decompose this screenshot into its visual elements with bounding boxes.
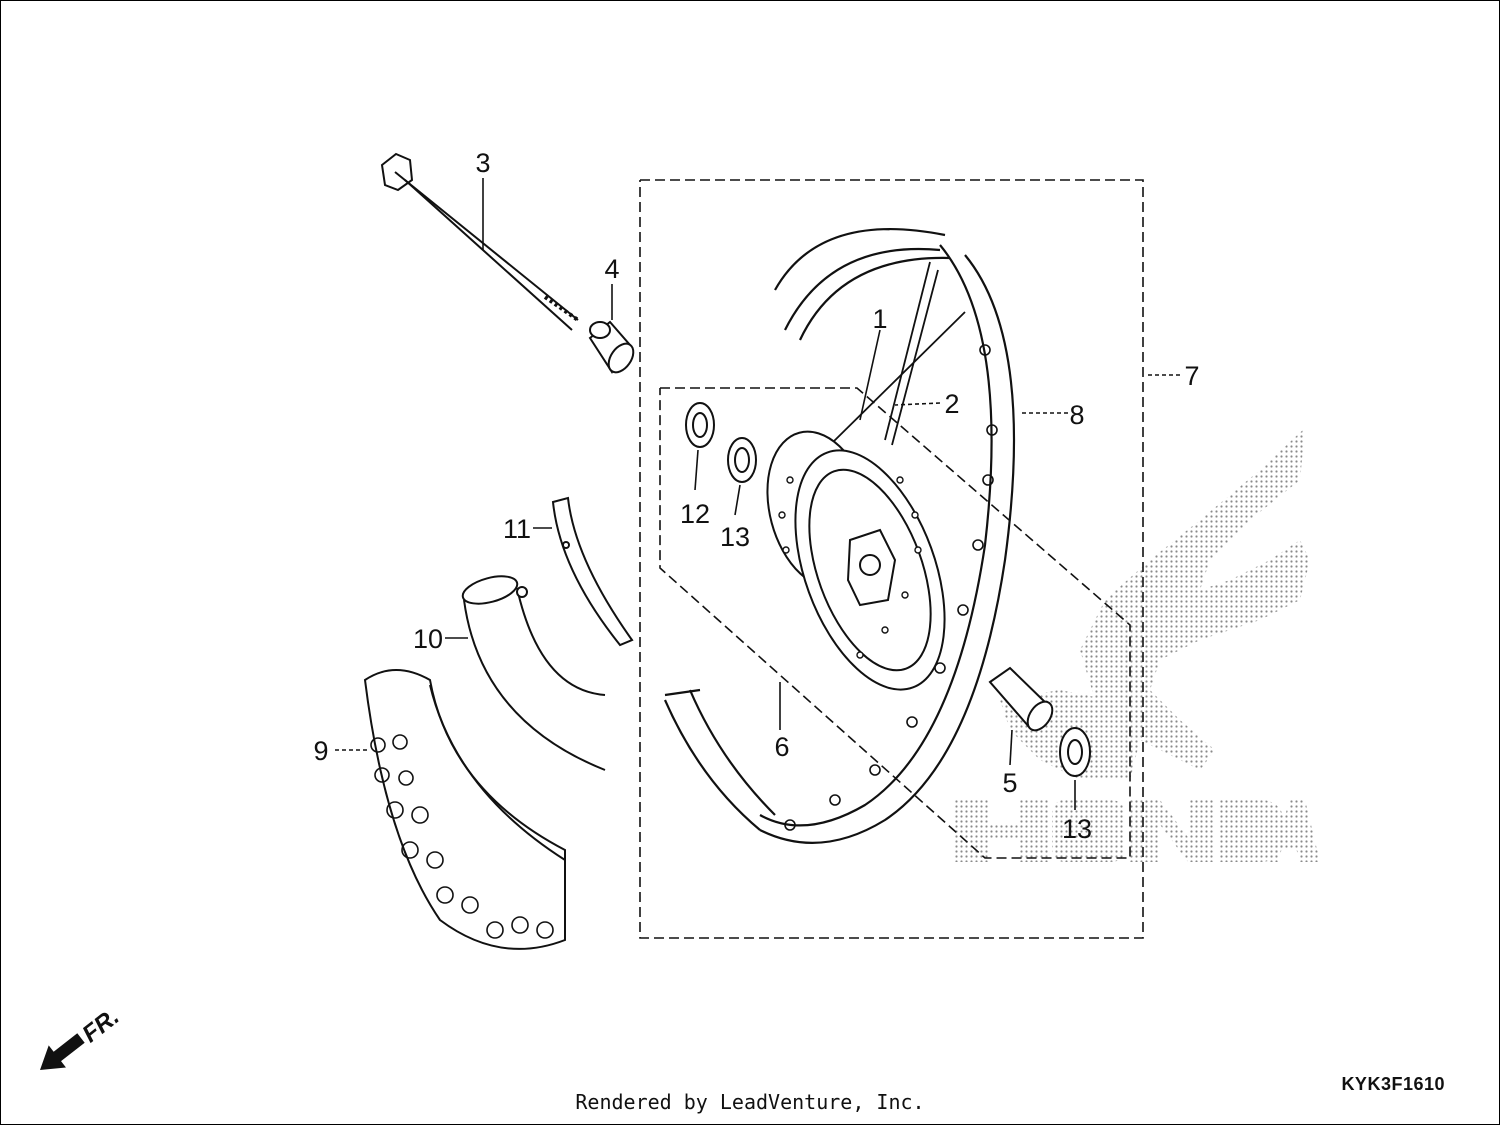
diagram-code: KYK3F1610 xyxy=(1341,1074,1445,1094)
callout-1: 1 xyxy=(872,304,887,334)
honda-letters xyxy=(955,800,1320,862)
callout-8: 8 xyxy=(1069,400,1084,430)
front-direction-arrow: FR. xyxy=(40,1003,124,1070)
hub-assembly-outline xyxy=(659,387,1131,859)
callout-6: 6 xyxy=(774,732,789,762)
rim-spoke-holes xyxy=(784,344,998,831)
spoke-part xyxy=(829,261,966,446)
honda-watermark xyxy=(955,428,1320,862)
front-direction-label: FR. xyxy=(77,1003,124,1048)
wheel-assembly-outline xyxy=(639,179,1144,939)
callout-7: 7 xyxy=(1184,361,1199,391)
bearing-part-lower xyxy=(1059,727,1091,777)
callout-10: 10 xyxy=(413,624,443,654)
callout-2: 2 xyxy=(944,389,959,419)
rim-part xyxy=(663,228,1016,844)
callout-11: 11 xyxy=(503,514,531,544)
tire-tread-blocks xyxy=(370,734,554,939)
tire-part xyxy=(363,669,566,950)
honda-wing-logo xyxy=(1000,428,1310,780)
callout-12: 12 xyxy=(680,499,710,529)
bearing-part-upper xyxy=(727,437,757,483)
distance-collar-part xyxy=(988,666,1054,732)
callout-13-upper: 13 xyxy=(720,522,750,552)
leader-lines xyxy=(335,178,1180,810)
hub-spoke-holes xyxy=(778,476,922,659)
collar-part xyxy=(588,320,635,374)
footer-credit: Rendered by LeadVenture, Inc. xyxy=(575,1090,925,1114)
callout-5: 5 xyxy=(1002,768,1017,798)
callout-9: 9 xyxy=(313,736,328,766)
axle-part xyxy=(380,152,580,331)
inner-tube-part xyxy=(461,575,606,771)
callout-labels: 1 2 3 4 5 6 7 8 9 10 11 12 13 13 xyxy=(313,148,1199,844)
hub-part xyxy=(766,430,946,691)
callout-3: 3 xyxy=(475,148,490,178)
callout-13-lower: 13 xyxy=(1062,814,1092,844)
dust-seal-part xyxy=(685,402,715,448)
callout-4: 4 xyxy=(604,254,619,284)
rim-band-part xyxy=(551,496,634,647)
